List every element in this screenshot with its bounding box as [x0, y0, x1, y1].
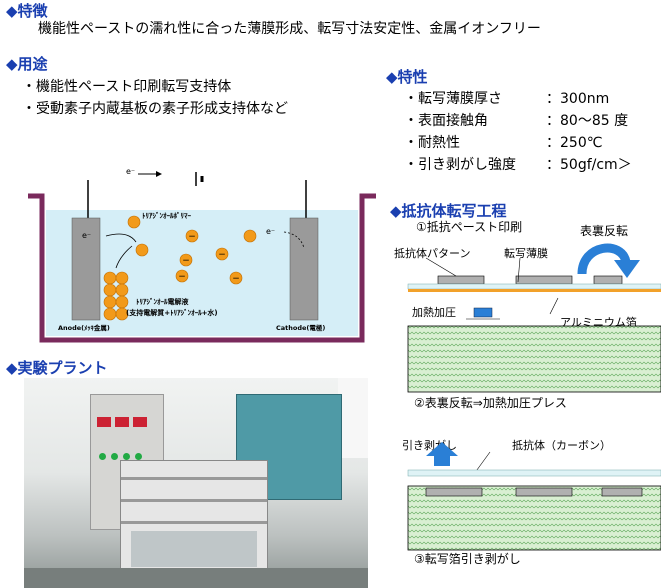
- electron-label-top: e⁻: [126, 167, 135, 176]
- plant-photo: [24, 378, 368, 588]
- transfer-film-label: 転写薄膜: [504, 247, 548, 260]
- svg-text:−: −: [178, 272, 186, 282]
- transferred-resistor-2: [515, 487, 573, 497]
- transfer-film-layer: [407, 283, 661, 290]
- property-value-3: ：250℃: [546, 135, 603, 151]
- electron-label-left: e⁻: [82, 231, 91, 240]
- process-step3: ③転写箔引き剥がし: [414, 552, 521, 566]
- svg-text:−: −: [182, 256, 190, 266]
- monomer-label: ﾄﾘｱｼﾞﾝｵｰﾙﾎﾟﾘﾏｰ: [142, 211, 191, 220]
- ion-signs: − − − − −: [178, 232, 240, 284]
- cathode-label: Cathode(電極): [276, 323, 325, 332]
- substrate-block-2: [407, 485, 661, 551]
- features-text: 機能性ペーストの濡れ性に合った薄膜形成、転写寸法安定性、金属イオンフリー: [38, 21, 541, 37]
- aluminum-foil-layer: [408, 289, 661, 292]
- heat-press-label: 加熱加圧: [412, 306, 456, 319]
- flip-label: 表裏反転: [580, 224, 629, 238]
- electrolytic-cell-diagram: − − − − − e⁻ e⁻ e⁻ ﾄﾘｱｼﾞﾝｵｰﾙﾎﾟﾘﾏｰ ﾄﾘｱｼﾞﾝ…: [28, 167, 376, 343]
- tank-rack: [120, 460, 268, 572]
- electrolyte-label: ﾄﾘｱｼﾞﾝｵｰﾙ電解液: [136, 297, 189, 306]
- property-value-4: ：50gf/cm＞: [546, 157, 632, 173]
- properties-heading: ◆特性: [386, 68, 428, 86]
- resistor-pattern-2: [515, 275, 573, 285]
- plant-heading: ◆実験プラント: [6, 359, 108, 377]
- deposited-particles: [103, 271, 129, 321]
- uses-heading: ◆用途: [6, 55, 48, 73]
- property-label-2: ・表面接触角: [404, 113, 488, 129]
- process-heading: ◆抵抗体転写工程: [390, 202, 507, 220]
- substrate-block-1: [407, 325, 661, 393]
- tank-wall: [28, 193, 376, 343]
- svg-text:−: −: [188, 232, 196, 242]
- resistor-pattern-1: [437, 275, 485, 285]
- svg-text:−: −: [218, 250, 226, 260]
- cathode-electrode: [289, 217, 319, 321]
- electron-label-right: e⁻: [266, 227, 275, 236]
- resistor-carbon-label: 抵抗体（カーボン）: [512, 439, 611, 452]
- press-icon: [473, 307, 493, 318]
- transfer-process-diagram: [407, 243, 661, 551]
- peel-arrow-icon: [426, 442, 458, 466]
- uses-item-2: ・受動素子内蔵基板の素子形成支持体など: [22, 101, 288, 117]
- features-heading: ◆特徴: [6, 2, 48, 20]
- process-step1: ①抵抗ペースト印刷: [416, 220, 523, 234]
- property-label-1: ・転写薄膜厚さ: [404, 91, 502, 107]
- electrolyte-sub-label: (支持電解質+ﾄﾘｱｼﾞﾝｵｰﾙ+水): [126, 308, 218, 317]
- property-value-2: ：80～85 度: [546, 113, 629, 129]
- svg-text:−: −: [232, 274, 240, 284]
- cathode-arrow: [283, 231, 305, 249]
- anode-label: Anode(ﾒｯｷ金属): [58, 323, 110, 332]
- transferred-resistor-3: [601, 487, 643, 497]
- resistor-pattern-3: [593, 275, 623, 285]
- floating-particles: [127, 215, 257, 285]
- property-value-1: ：300nm: [546, 91, 610, 107]
- peeled-film-layer: [407, 469, 661, 477]
- anode-electrode: [71, 217, 101, 321]
- anode-arrow: [105, 233, 137, 243]
- uses-item-1: ・機能性ペースト印刷転写支持体: [22, 79, 232, 95]
- process-step2: ②表裏反転⇒加熱加圧プレス: [414, 396, 567, 410]
- resistor-pattern-label: 抵抗体パターン: [394, 247, 471, 260]
- flip-arrow-icon: [577, 243, 631, 275]
- property-label-3: ・耐熱性: [404, 135, 460, 151]
- transferred-resistor-1: [425, 487, 483, 497]
- property-label-4: ・引き剥がし強度: [404, 157, 516, 173]
